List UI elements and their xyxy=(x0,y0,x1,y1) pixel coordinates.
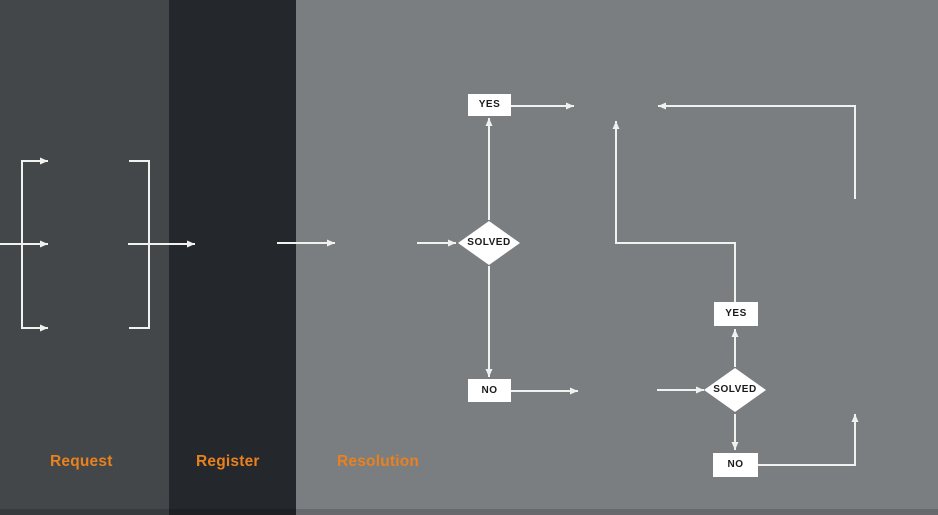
flow2-no-box: NO xyxy=(713,453,758,477)
phase-label-request: Request xyxy=(50,453,113,470)
flow1-connectors xyxy=(417,102,578,395)
flow1-no-box: NO xyxy=(468,379,511,402)
flow1-yes-box: YES xyxy=(468,94,511,116)
column-register-bg xyxy=(169,0,296,515)
flow1-decision-label: SOLVED xyxy=(467,237,511,248)
flow2-no-label: NO xyxy=(727,459,744,470)
flow2-yes-return-path xyxy=(612,121,736,302)
request-collect-bracket xyxy=(128,160,195,329)
flow2-no-loop-path xyxy=(758,414,859,466)
request-fanout-bracket xyxy=(0,157,48,332)
flow1-yes-label: YES xyxy=(478,99,501,110)
bottom-edge-shadow xyxy=(0,509,938,515)
column-resolution-bg xyxy=(296,0,938,515)
flow2-yes-box: YES xyxy=(714,302,758,326)
flow2-top-return-arrow xyxy=(658,102,856,199)
flow2-yes-label: YES xyxy=(725,308,747,319)
column-request-bg xyxy=(0,0,169,515)
flow2-decision-label: SOLVED xyxy=(713,384,757,395)
flow2-connectors xyxy=(612,102,859,466)
phase-label-resolution: Resolution xyxy=(337,453,420,470)
phase-label-register: Register xyxy=(196,453,260,470)
flow1-no-label: NO xyxy=(481,384,498,396)
